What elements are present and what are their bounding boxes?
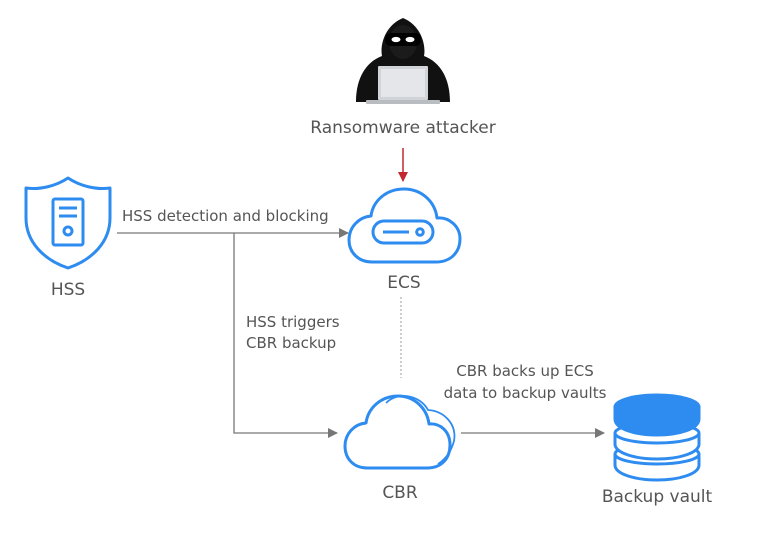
ecs-label: ECS bbox=[387, 273, 421, 293]
hooded-hacker-icon bbox=[356, 18, 450, 104]
shield-server-icon bbox=[24, 176, 112, 270]
cbr-label: CBR bbox=[382, 483, 418, 503]
hss-cbr-connector bbox=[233, 233, 338, 438]
hss-cbr-edge-label-line1: HSS triggers bbox=[246, 313, 340, 331]
cbr-vault-edge-label-line1: CBR backs up ECS bbox=[456, 362, 594, 380]
attacker-label: Ransomware attacker bbox=[310, 118, 496, 138]
hss-cbr-edge-label-line2: CBR backup bbox=[246, 334, 337, 352]
cloud-server-icon bbox=[347, 187, 462, 264]
hss-ecs-edge-label: HSS detection and blocking bbox=[122, 207, 329, 225]
database-stack-icon bbox=[613, 393, 701, 482]
hss-label: HSS bbox=[50, 280, 86, 300]
cbr-vault-edge-label-line2: data to backup vaults bbox=[443, 384, 607, 402]
vault-label: Backup vault bbox=[601, 487, 713, 507]
cloud-backup-icon bbox=[343, 394, 456, 470]
